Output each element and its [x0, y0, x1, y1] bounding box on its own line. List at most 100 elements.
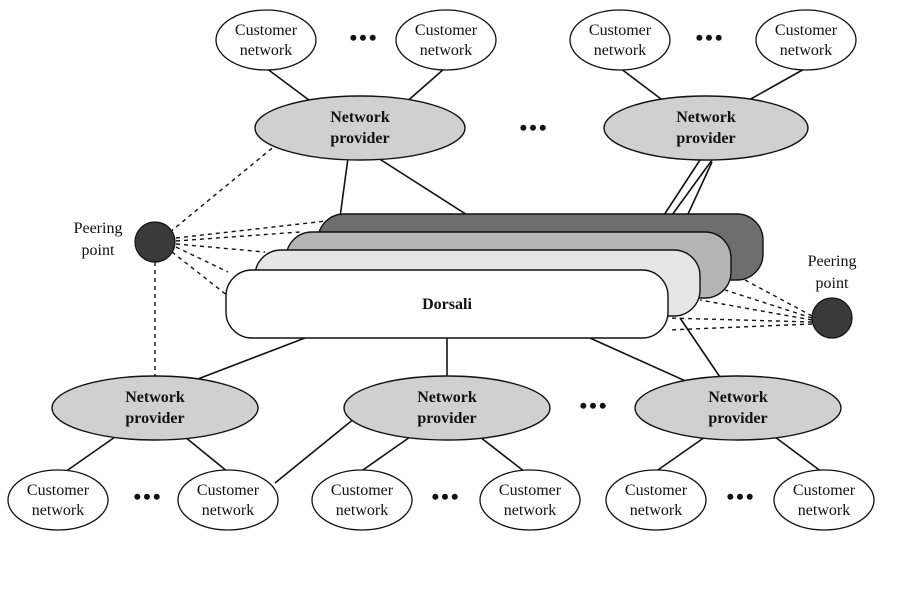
provider-node: [51, 375, 259, 441]
provider-node: [603, 95, 809, 161]
customer-line2: network: [780, 42, 832, 59]
backbone-layer-1: [225, 269, 669, 339]
customer-node: [7, 469, 109, 531]
peering-point-right: Peering point: [808, 253, 857, 339]
ellipsis-top-left: •••: [349, 25, 378, 50]
customer-top-1: Customer network: [215, 9, 317, 71]
provider-top-right: Network provider: [603, 95, 809, 161]
peer-left-backbone-3: [175, 243, 266, 253]
peer-left-provider-tl: [169, 139, 283, 233]
provider-line1: Network: [125, 389, 185, 406]
customer-line2: network: [504, 502, 556, 519]
customer-line2: network: [630, 502, 682, 519]
customer-bottom-1: Customer network: [7, 469, 109, 531]
customer-node: [605, 469, 707, 531]
peer-left-backbone-1: [175, 219, 336, 239]
provider-line2: provider: [330, 130, 389, 147]
backbone-label: Dorsali: [422, 296, 472, 313]
provider-line1: Network: [708, 389, 768, 406]
customer-line1: Customer: [625, 482, 688, 499]
link-provider-bm-cust-2: [479, 436, 526, 473]
customer-line2: network: [336, 502, 388, 519]
customer-bottom-4: Customer network: [479, 469, 581, 531]
peering-point-left: Peering point: [74, 220, 176, 263]
customer-node: [311, 469, 413, 531]
link-provider-bm-cust-1: [359, 436, 411, 473]
ellipsis-bottom-2: •••: [431, 484, 460, 509]
solid-links: [64, 67, 823, 484]
link-backbone-provider-bl: [189, 337, 306, 383]
peer-right-backbone-1: [744, 279, 813, 317]
provider-node: [343, 375, 551, 441]
backbone: Dorsali: [225, 213, 764, 339]
customer-top-2: Customer network: [395, 9, 497, 71]
customer-bottom-2: Customer network: [177, 469, 279, 531]
peer-right-backbone-3: [699, 299, 813, 321]
link-provider-br-cust-1: [654, 436, 706, 473]
customer-line1: Customer: [27, 482, 90, 499]
peering-left-line1: Peering: [74, 220, 123, 237]
customer-bottom-6: Customer network: [773, 469, 875, 531]
link-backbone-provider-br: [589, 337, 691, 384]
customer-line2: network: [420, 42, 472, 59]
customer-top-4: Customer network: [755, 9, 857, 71]
peer-right-backbone-4: [667, 317, 813, 323]
peering-links: [154, 139, 813, 385]
ellipsis-top-right: •••: [695, 25, 724, 50]
customer-node: [773, 469, 875, 531]
customer-node: [479, 469, 581, 531]
provider-line2: provider: [417, 410, 476, 427]
customer-node: [569, 9, 671, 71]
customer-line1: Customer: [589, 22, 652, 39]
peering-right-line1: Peering: [808, 253, 857, 270]
peering-right-line2: point: [816, 275, 849, 292]
link-cust-tr1-provider-tr: [619, 67, 666, 103]
peering-node-right: [811, 297, 853, 339]
customer-node: [215, 9, 317, 71]
provider-bottom-middle: Network provider: [343, 375, 551, 441]
customer-line2: network: [202, 502, 254, 519]
customer-line1: Customer: [235, 22, 298, 39]
provider-line1: Network: [330, 109, 390, 126]
link-provider-bm-cust-a: [274, 417, 356, 484]
customer-node: [177, 469, 279, 531]
customer-line1: Customer: [775, 22, 838, 39]
customer-node: [755, 9, 857, 71]
provider-line2: provider: [676, 130, 735, 147]
customer-line2: network: [594, 42, 646, 59]
peering-node-left: [134, 221, 176, 263]
link-provider-tr-backbone-a: [663, 159, 701, 216]
provider-node: [634, 375, 842, 441]
customer-line2: network: [798, 502, 850, 519]
ellipsis-bottom-middle: •••: [579, 393, 608, 418]
provider-top-left: Network provider: [254, 95, 466, 161]
customer-line1: Customer: [793, 482, 856, 499]
customer-line2: network: [32, 502, 84, 519]
provider-bottom-right: Network provider: [634, 375, 842, 441]
peer-right-backbone-2: [724, 289, 813, 319]
provider-line2: provider: [708, 410, 767, 427]
provider-line2: provider: [125, 410, 184, 427]
customer-line1: Customer: [415, 22, 478, 39]
provider-line1: Network: [676, 109, 736, 126]
link-backbone-provider-br-2: [679, 317, 723, 381]
customer-line1: Customer: [499, 482, 562, 499]
link-provider-bl-cust-1: [64, 436, 116, 473]
link-provider-br-cust-2: [774, 436, 823, 473]
customer-node: [395, 9, 497, 71]
customer-line1: Customer: [331, 482, 394, 499]
ellipsis-bottom-1: •••: [133, 484, 162, 509]
ellipsis-top-middle: •••: [519, 115, 548, 140]
customer-bottom-3: Customer network: [311, 469, 413, 531]
customer-bottom-5: Customer network: [605, 469, 707, 531]
peering-left-line2: point: [82, 242, 115, 259]
peer-right-backbone-5: [667, 323, 813, 331]
link-provider-tr-backbone-b: [671, 159, 713, 216]
ellipsis-bottom-3: •••: [726, 484, 755, 509]
provider-bottom-left: Network provider: [51, 375, 259, 441]
customer-line1: Customer: [197, 482, 260, 499]
peer-left-backbone-5: [171, 251, 229, 297]
provider-node: [254, 95, 466, 161]
